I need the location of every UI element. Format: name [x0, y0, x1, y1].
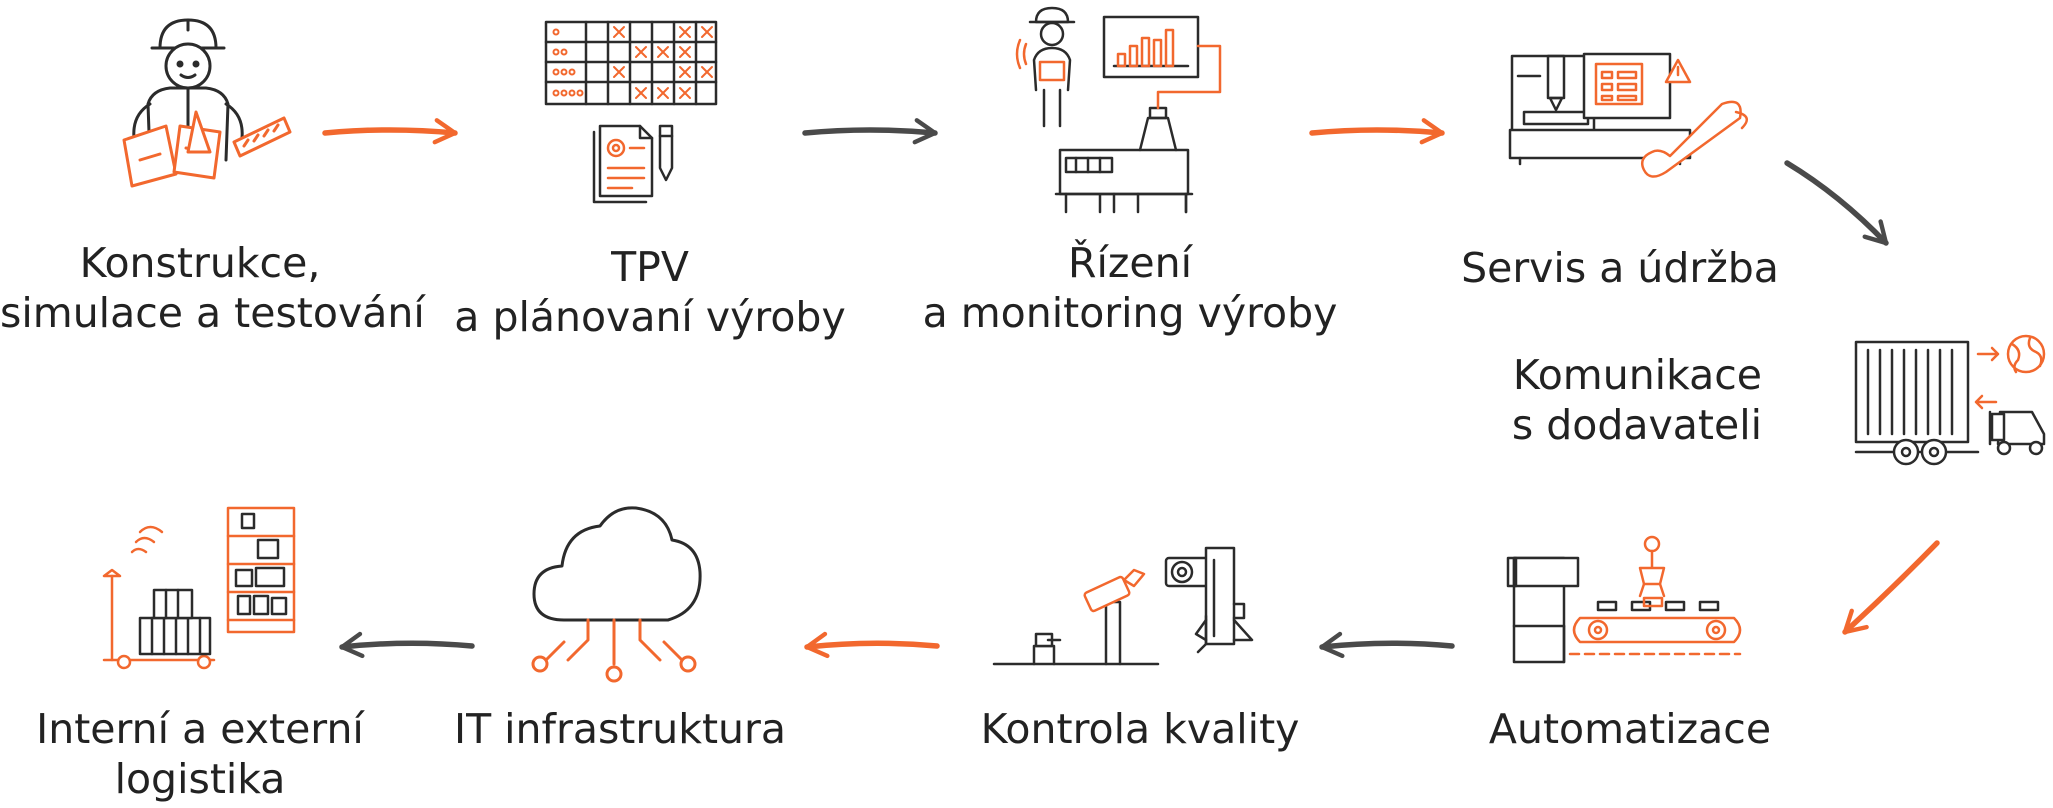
step-label-line: Řízení	[1067, 239, 1192, 287]
step-label-komunikace: Komunikace s dodavateli	[1500, 350, 1762, 450]
step-label-line: IT infrastruktura	[453, 705, 787, 753]
flow-arrow-1	[322, 118, 458, 145]
step-label-line: Konstrukce,	[79, 239, 321, 287]
cloud-network-icon	[531, 506, 702, 683]
step-label-line: Komunikace	[1512, 351, 1762, 399]
step-label-line: Automatizace	[1488, 705, 1772, 753]
step-label-line: TPV	[611, 243, 689, 291]
machine-wrench-icon	[1508, 52, 1749, 178]
step-label-line: s dodavateli	[1511, 401, 1762, 449]
step-label-line: Servis a údržba	[1461, 244, 1779, 292]
conveyor-robot-icon	[1506, 535, 1742, 664]
step-label-kontrola: Kontrola kvality	[960, 704, 1320, 754]
engineer-drafting-icon	[122, 18, 292, 188]
step-label-logistika: Interní a externí logistika	[0, 704, 400, 804]
step-label-line: Kontrola kvality	[980, 705, 1300, 753]
step-label-line: logistika	[114, 755, 286, 803]
step-label-servis: Servis a údržba	[1440, 243, 1800, 293]
production-monitoring-icon	[1015, 6, 1222, 214]
caliper-inspection-icon	[992, 546, 1254, 666]
step-label-automatizace: Automatizace	[1460, 704, 1800, 754]
schedule-grid-icon	[544, 20, 718, 204]
flow-arrow-3	[1309, 118, 1445, 145]
flow-arrow-2	[802, 118, 938, 145]
step-label-line: simulace a testování	[0, 289, 425, 337]
step-label-rizeni: Řízení a monitoring výroby	[920, 238, 1340, 338]
step-label-line: a monitoring výroby	[922, 289, 1338, 337]
flow-arrow-7	[804, 631, 940, 659]
truck-globe-icon	[1854, 334, 2046, 466]
step-label-line: a plánovaní výroby	[454, 293, 846, 341]
flow-arrow-4	[1784, 160, 1889, 246]
flow-arrow-8	[339, 631, 475, 659]
flow-arrow-5	[1842, 540, 1940, 635]
flow-arrow-6	[1319, 631, 1455, 659]
warehouse-pallet-icon	[102, 506, 296, 670]
step-label-line: Interní a externí	[36, 705, 364, 753]
step-label-tpv: TPV a plánovaní výroby	[440, 242, 860, 342]
step-label-konstrukce: Konstrukce, simulace a testování	[0, 238, 425, 338]
step-label-it: IT infrastruktura	[440, 704, 800, 754]
